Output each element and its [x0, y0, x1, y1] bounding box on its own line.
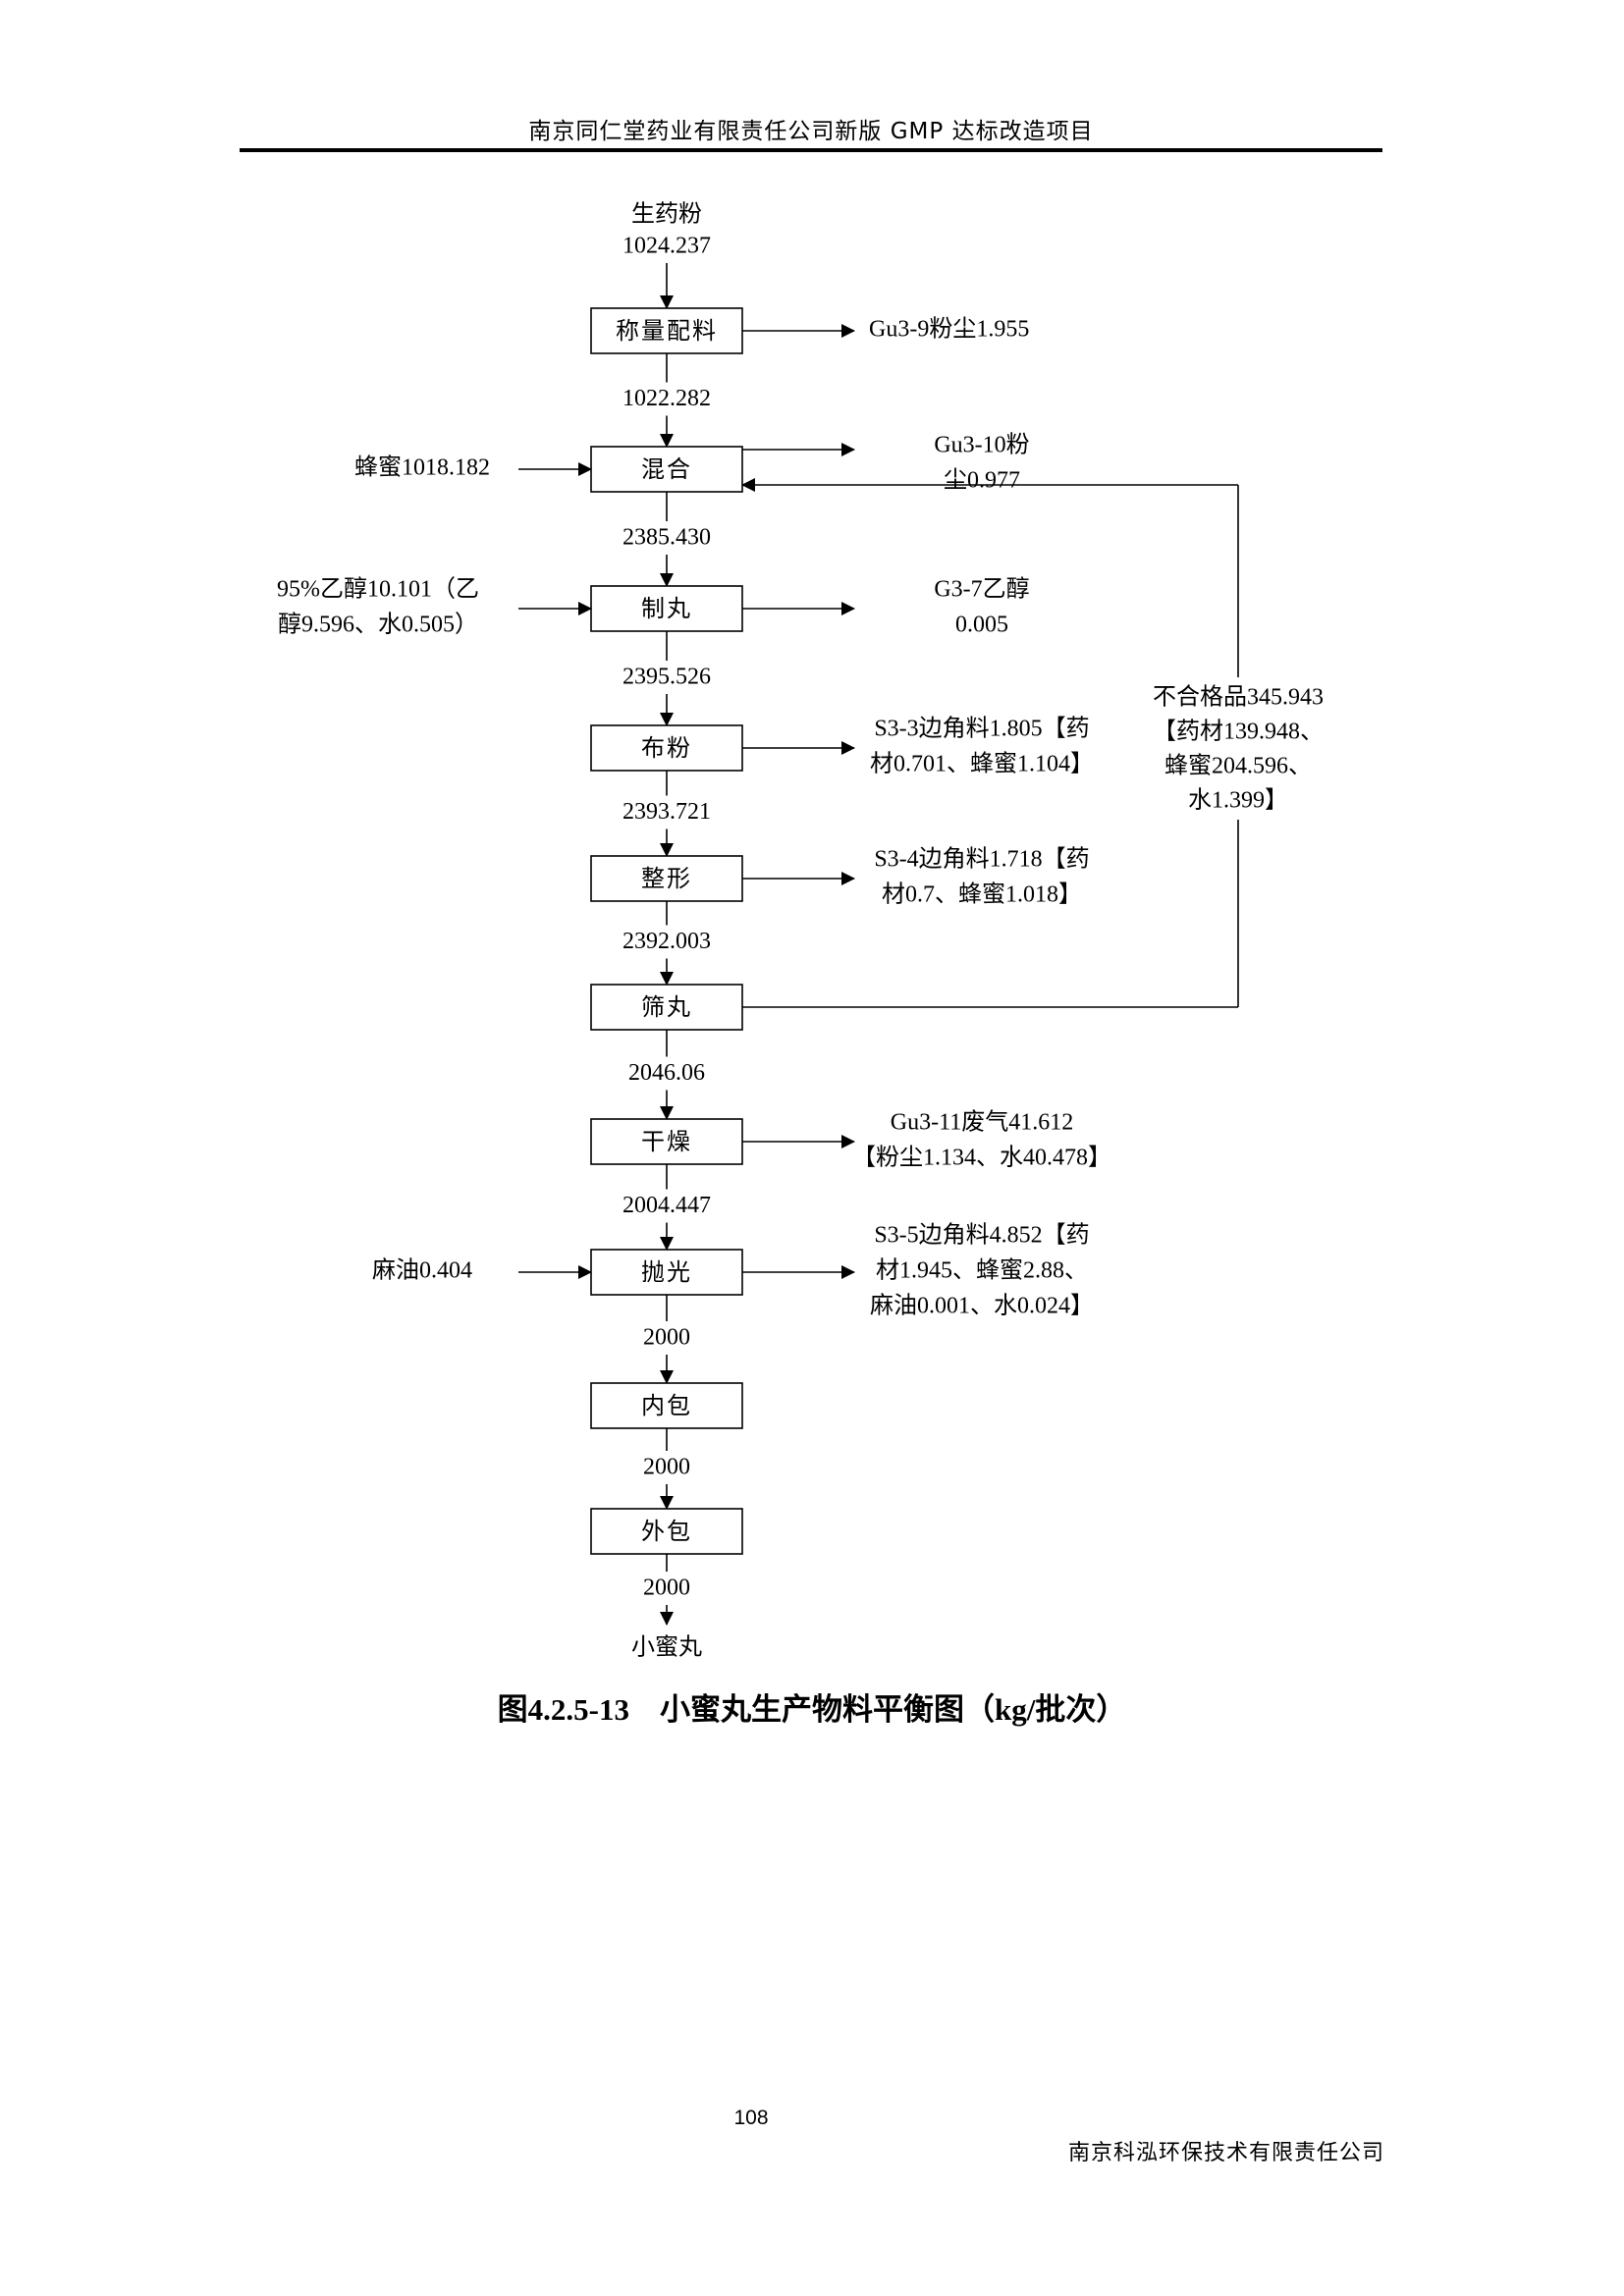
process-box-label: 外包 — [641, 1518, 692, 1545]
flow-quantity-label: 2046.06 — [628, 1060, 705, 1086]
process-box-label: 干燥 — [641, 1128, 692, 1155]
flow-quantity-label: 2395.526 — [623, 665, 711, 690]
flow-quantity-label: 2385.430 — [623, 525, 711, 551]
process-box-label: 称量配料 — [616, 317, 718, 345]
process-box — [590, 307, 743, 354]
process-box — [590, 724, 743, 772]
flow-quantity-label: 2392.003 — [623, 929, 711, 954]
output-label: S3-4边角料1.718【药 — [874, 846, 1089, 873]
input-label: 醇9.596、水0.505） — [278, 612, 478, 638]
recycle-label: 蜂蜜204.596、 — [1164, 753, 1312, 779]
input-material-name: 生药粉 — [631, 201, 702, 228]
header-rule — [240, 148, 1382, 152]
input-material-value: 1024.237 — [623, 234, 711, 259]
flow-quantity-label: 2000 — [643, 1575, 690, 1601]
output-label: G3-7乙醇 — [934, 576, 1029, 603]
recycle-label: 【药材139.948、 — [1153, 719, 1324, 745]
input-label: 蜂蜜1018.182 — [354, 454, 490, 481]
header-title: 南京同仁堂药业有限责任公司新版 GMP 达标改造项目 — [528, 119, 1094, 144]
input-label: 95%乙醇10.101（乙 — [277, 576, 479, 603]
process-box-label: 抛光 — [641, 1258, 692, 1286]
flow-quantity-label: 1022.282 — [623, 386, 711, 411]
output-label: 材0.7、蜂蜜1.018】 — [882, 881, 1082, 908]
flow-quantity-label: 2000 — [643, 1325, 690, 1351]
output-label: Gu3-9粉尘1.955 — [869, 316, 1029, 343]
flow-quantity-label: 2004.447 — [623, 1193, 711, 1218]
footer-company: 南京科泓环保技术有限责任公司 — [1067, 2141, 1384, 2165]
flow-quantity-label: 2000 — [643, 1455, 690, 1480]
process-box — [590, 1508, 743, 1555]
process-box-label: 混合 — [641, 455, 692, 483]
process-box — [590, 1382, 743, 1429]
output-label: S3-5边角料4.852【药 — [874, 1222, 1089, 1249]
process-box — [590, 855, 743, 902]
output-label: S3-3边角料1.805【药 — [874, 716, 1089, 742]
output-product-name: 小蜜丸 — [631, 1634, 702, 1661]
figure-caption: 图4.2.5-13 小蜜丸生产物料平衡图（kg/批次） — [497, 1692, 1127, 1727]
process-box-label: 布粉 — [641, 734, 692, 762]
output-label: 材1.945、蜂蜜2.88、 — [876, 1257, 1088, 1284]
process-box — [590, 1118, 743, 1165]
output-label: 【粉尘1.134、水40.478】 — [852, 1145, 1111, 1171]
process-box — [590, 984, 743, 1031]
recycle-label: 不合格品345.943 — [1153, 684, 1324, 711]
process-box-label: 整形 — [641, 865, 692, 892]
output-label: 麻油0.001、水0.024】 — [870, 1293, 1094, 1319]
output-label: 0.005 — [955, 613, 1008, 638]
recycle-label: 水1.399】 — [1188, 787, 1288, 814]
flow-quantity-label: 2393.721 — [623, 799, 711, 825]
process-box — [590, 446, 743, 493]
output-label: 尘0.977 — [944, 467, 1020, 494]
output-label: 材0.701、蜂蜜1.104】 — [870, 751, 1094, 777]
process-box-label: 筛丸 — [641, 993, 692, 1021]
input-label: 麻油0.404 — [372, 1257, 472, 1284]
output-label: Gu3-11废气41.612 — [891, 1109, 1073, 1136]
page-number: 108 — [733, 2107, 769, 2129]
process-box-label: 内包 — [641, 1392, 692, 1419]
output-label: Gu3-10粉 — [934, 432, 1029, 458]
process-box-label: 制丸 — [641, 595, 692, 622]
